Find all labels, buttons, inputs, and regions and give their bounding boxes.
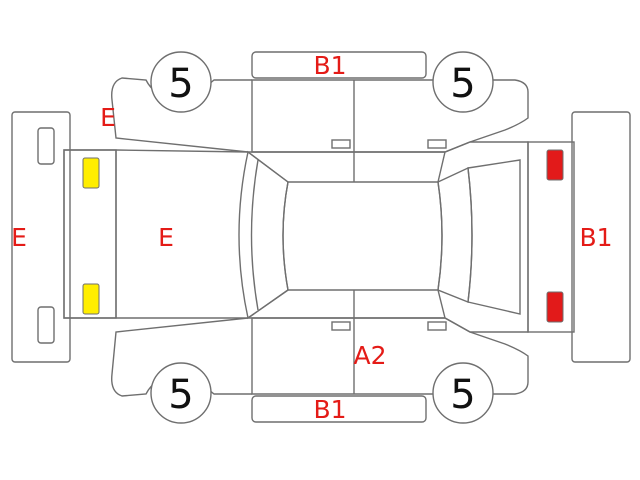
tire-rear-left-rating: 5 — [450, 61, 475, 107]
front-bumper — [11, 111, 71, 363]
rear-window — [437, 166, 473, 303]
trunk-lid — [467, 159, 521, 315]
body-top-view — [63, 141, 529, 333]
code-right-rear-door: A2 — [353, 341, 386, 370]
top-front-door-handle — [331, 139, 351, 149]
top-side-panel — [251, 51, 427, 79]
rear-lamp-lower — [546, 291, 564, 323]
front-bumper-marker-lower — [37, 306, 55, 344]
rear-bumper — [571, 111, 631, 363]
taillight-area — [527, 141, 575, 333]
tire-rear-left — [432, 51, 494, 113]
code-rear-bumper: B1 — [579, 223, 612, 252]
code-front-left-fender: E — [100, 103, 116, 132]
code-front-bumper: E — [11, 223, 27, 252]
code-hood: E — [158, 223, 174, 252]
front-lamp-upper — [82, 157, 100, 189]
top-rear-door-handle — [427, 139, 447, 149]
front-lamp-lower — [82, 283, 100, 315]
code-bottom-side-panel: B1 — [313, 395, 346, 424]
front-bumper-marker-upper — [37, 127, 55, 165]
tire-rear-right — [432, 362, 494, 424]
tire-front-right — [150, 362, 212, 424]
tire-front-left — [150, 51, 212, 113]
bottom-side-panel — [251, 395, 427, 423]
tire-rear-right-rating: 5 — [450, 372, 475, 418]
windshield-inner — [250, 159, 259, 311]
bottom-rear-door-handle — [427, 321, 447, 331]
bottom-front-door-handle — [331, 321, 351, 331]
tire-front-right-rating: 5 — [168, 372, 193, 418]
headlight-area — [63, 149, 117, 319]
code-top-side-panel: B1 — [313, 51, 346, 80]
roof — [282, 181, 443, 291]
tire-front-left-rating: 5 — [168, 61, 193, 107]
rear-lamp-upper — [546, 149, 564, 181]
